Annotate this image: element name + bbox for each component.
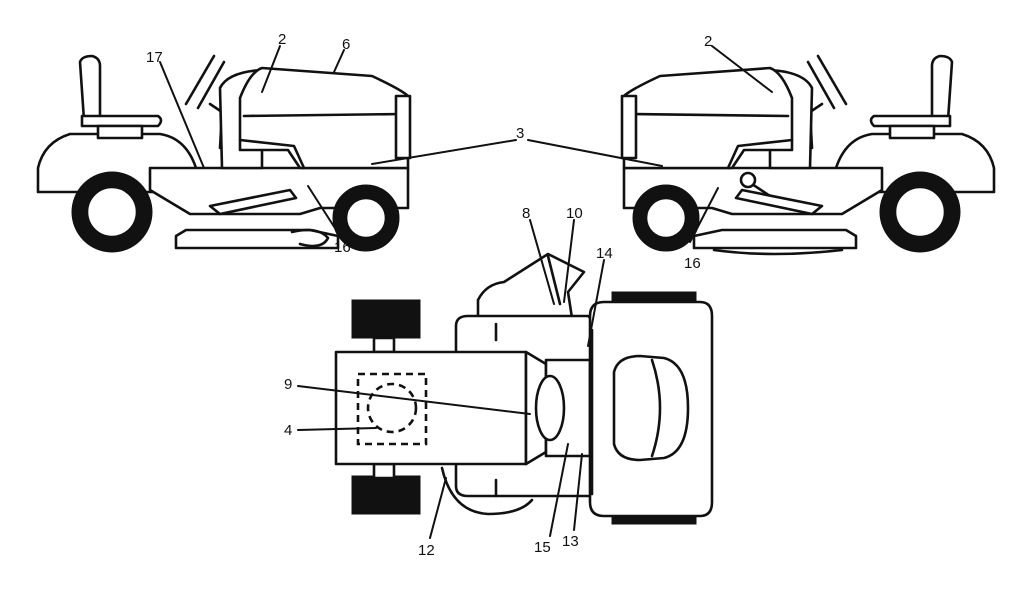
hood-grille-top (612, 354, 690, 462)
seat-base-left (80, 114, 163, 128)
callout-16-right: 16 (684, 255, 701, 272)
leader-lines (159, 45, 773, 539)
callout-4: 4 (284, 422, 292, 439)
callout-12: 12 (418, 542, 435, 559)
tractor-top-view (334, 252, 714, 525)
seat-back-left (78, 54, 102, 122)
steering-wheel-left (184, 54, 216, 106)
mower-deck-left (174, 228, 340, 250)
seat-base-right (869, 114, 952, 128)
footrest-left (208, 188, 298, 216)
lift-lever-knob (739, 171, 757, 189)
rear-right-tire-top (351, 475, 421, 515)
rear-body-top (334, 350, 528, 466)
callout-6: 6 (342, 36, 350, 53)
seat-outline-top (356, 372, 428, 446)
callout-8: 8 (522, 205, 530, 222)
callout-14: 14 (596, 245, 613, 262)
tractor-right-side-view (620, 54, 996, 256)
deck-guard (440, 466, 534, 516)
callout-9: 9 (284, 376, 292, 393)
callout-3: 3 (516, 125, 524, 142)
tractor-left-side-view (36, 54, 412, 253)
callout-16-left: 16 (334, 239, 351, 256)
callout-17: 17 (146, 49, 163, 66)
callout-labels: 17 2 6 2 3 16 16 8 10 14 9 4 12 15 13 (146, 31, 712, 559)
grille-left (394, 94, 412, 160)
callout-13: 13 (562, 533, 579, 550)
callout-2-left: 2 (278, 31, 286, 48)
seat-post-left (96, 124, 144, 140)
steering-wheel-top (534, 374, 566, 442)
callout-10: 10 (566, 205, 583, 222)
callout-2-right: 2 (704, 33, 712, 50)
mower-deck-right (692, 228, 858, 250)
callout-15: 15 (534, 539, 551, 556)
steering-wheel-right (816, 54, 848, 106)
rear-left-tire-top (351, 299, 421, 339)
seat-back-right (930, 54, 954, 122)
hood-right (622, 66, 794, 170)
discharge-chute (476, 252, 586, 320)
